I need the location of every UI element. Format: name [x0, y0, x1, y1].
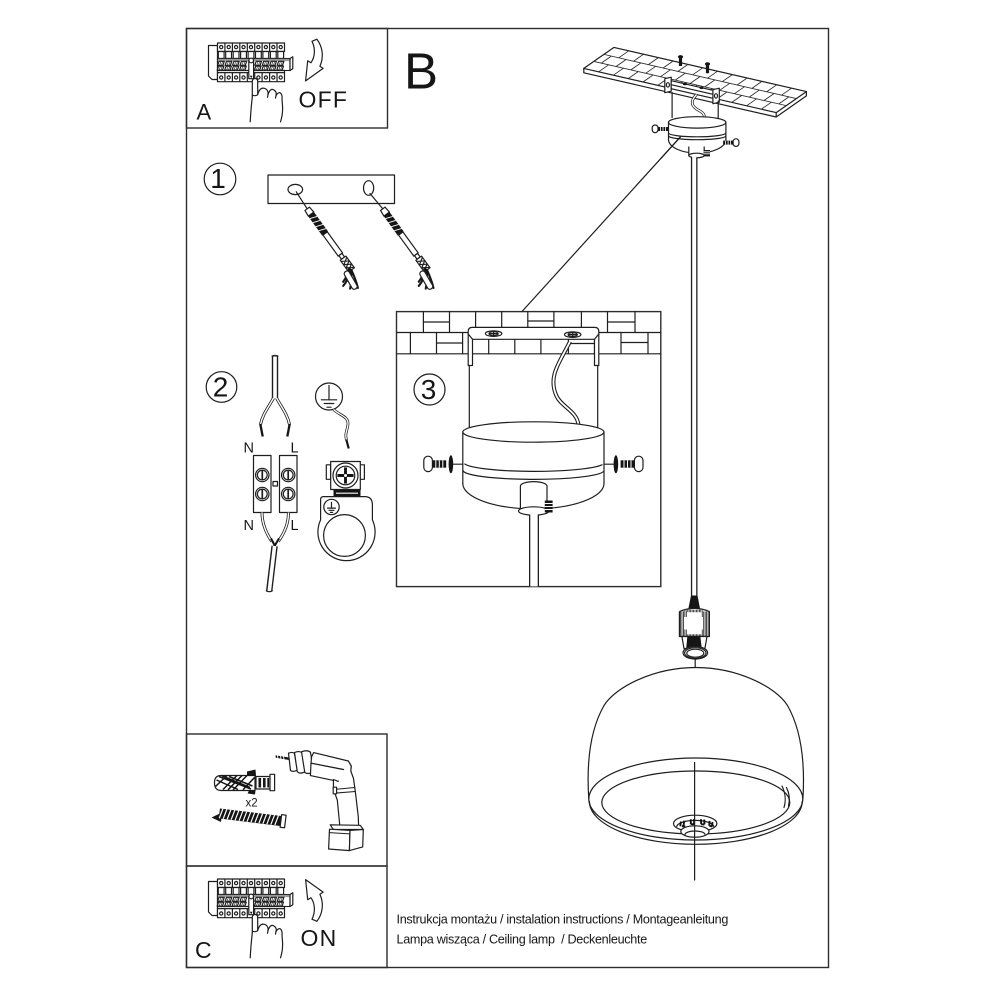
svg-text:OFF: OFF	[299, 87, 349, 113]
svg-text:Lampa wisząca / Ceiling lamp: Lampa wisząca / Ceiling lamp / Deckenleu…	[397, 933, 648, 947]
svg-text:B: B	[404, 43, 438, 100]
svg-text:Instrukcja montażu / instalati: Instrukcja montażu / instalation instruc…	[397, 913, 729, 927]
svg-text:N: N	[244, 518, 254, 534]
svg-text:N: N	[244, 441, 254, 457]
svg-text:ON: ON	[301, 925, 338, 951]
svg-text:3: 3	[421, 374, 437, 405]
svg-text:C: C	[195, 937, 212, 963]
svg-text:x2: x2	[246, 798, 258, 810]
svg-text:L: L	[291, 518, 299, 534]
svg-text:2: 2	[213, 372, 229, 403]
svg-text:A: A	[197, 100, 212, 125]
svg-text:L: L	[291, 441, 299, 457]
svg-text:1: 1	[210, 163, 226, 194]
